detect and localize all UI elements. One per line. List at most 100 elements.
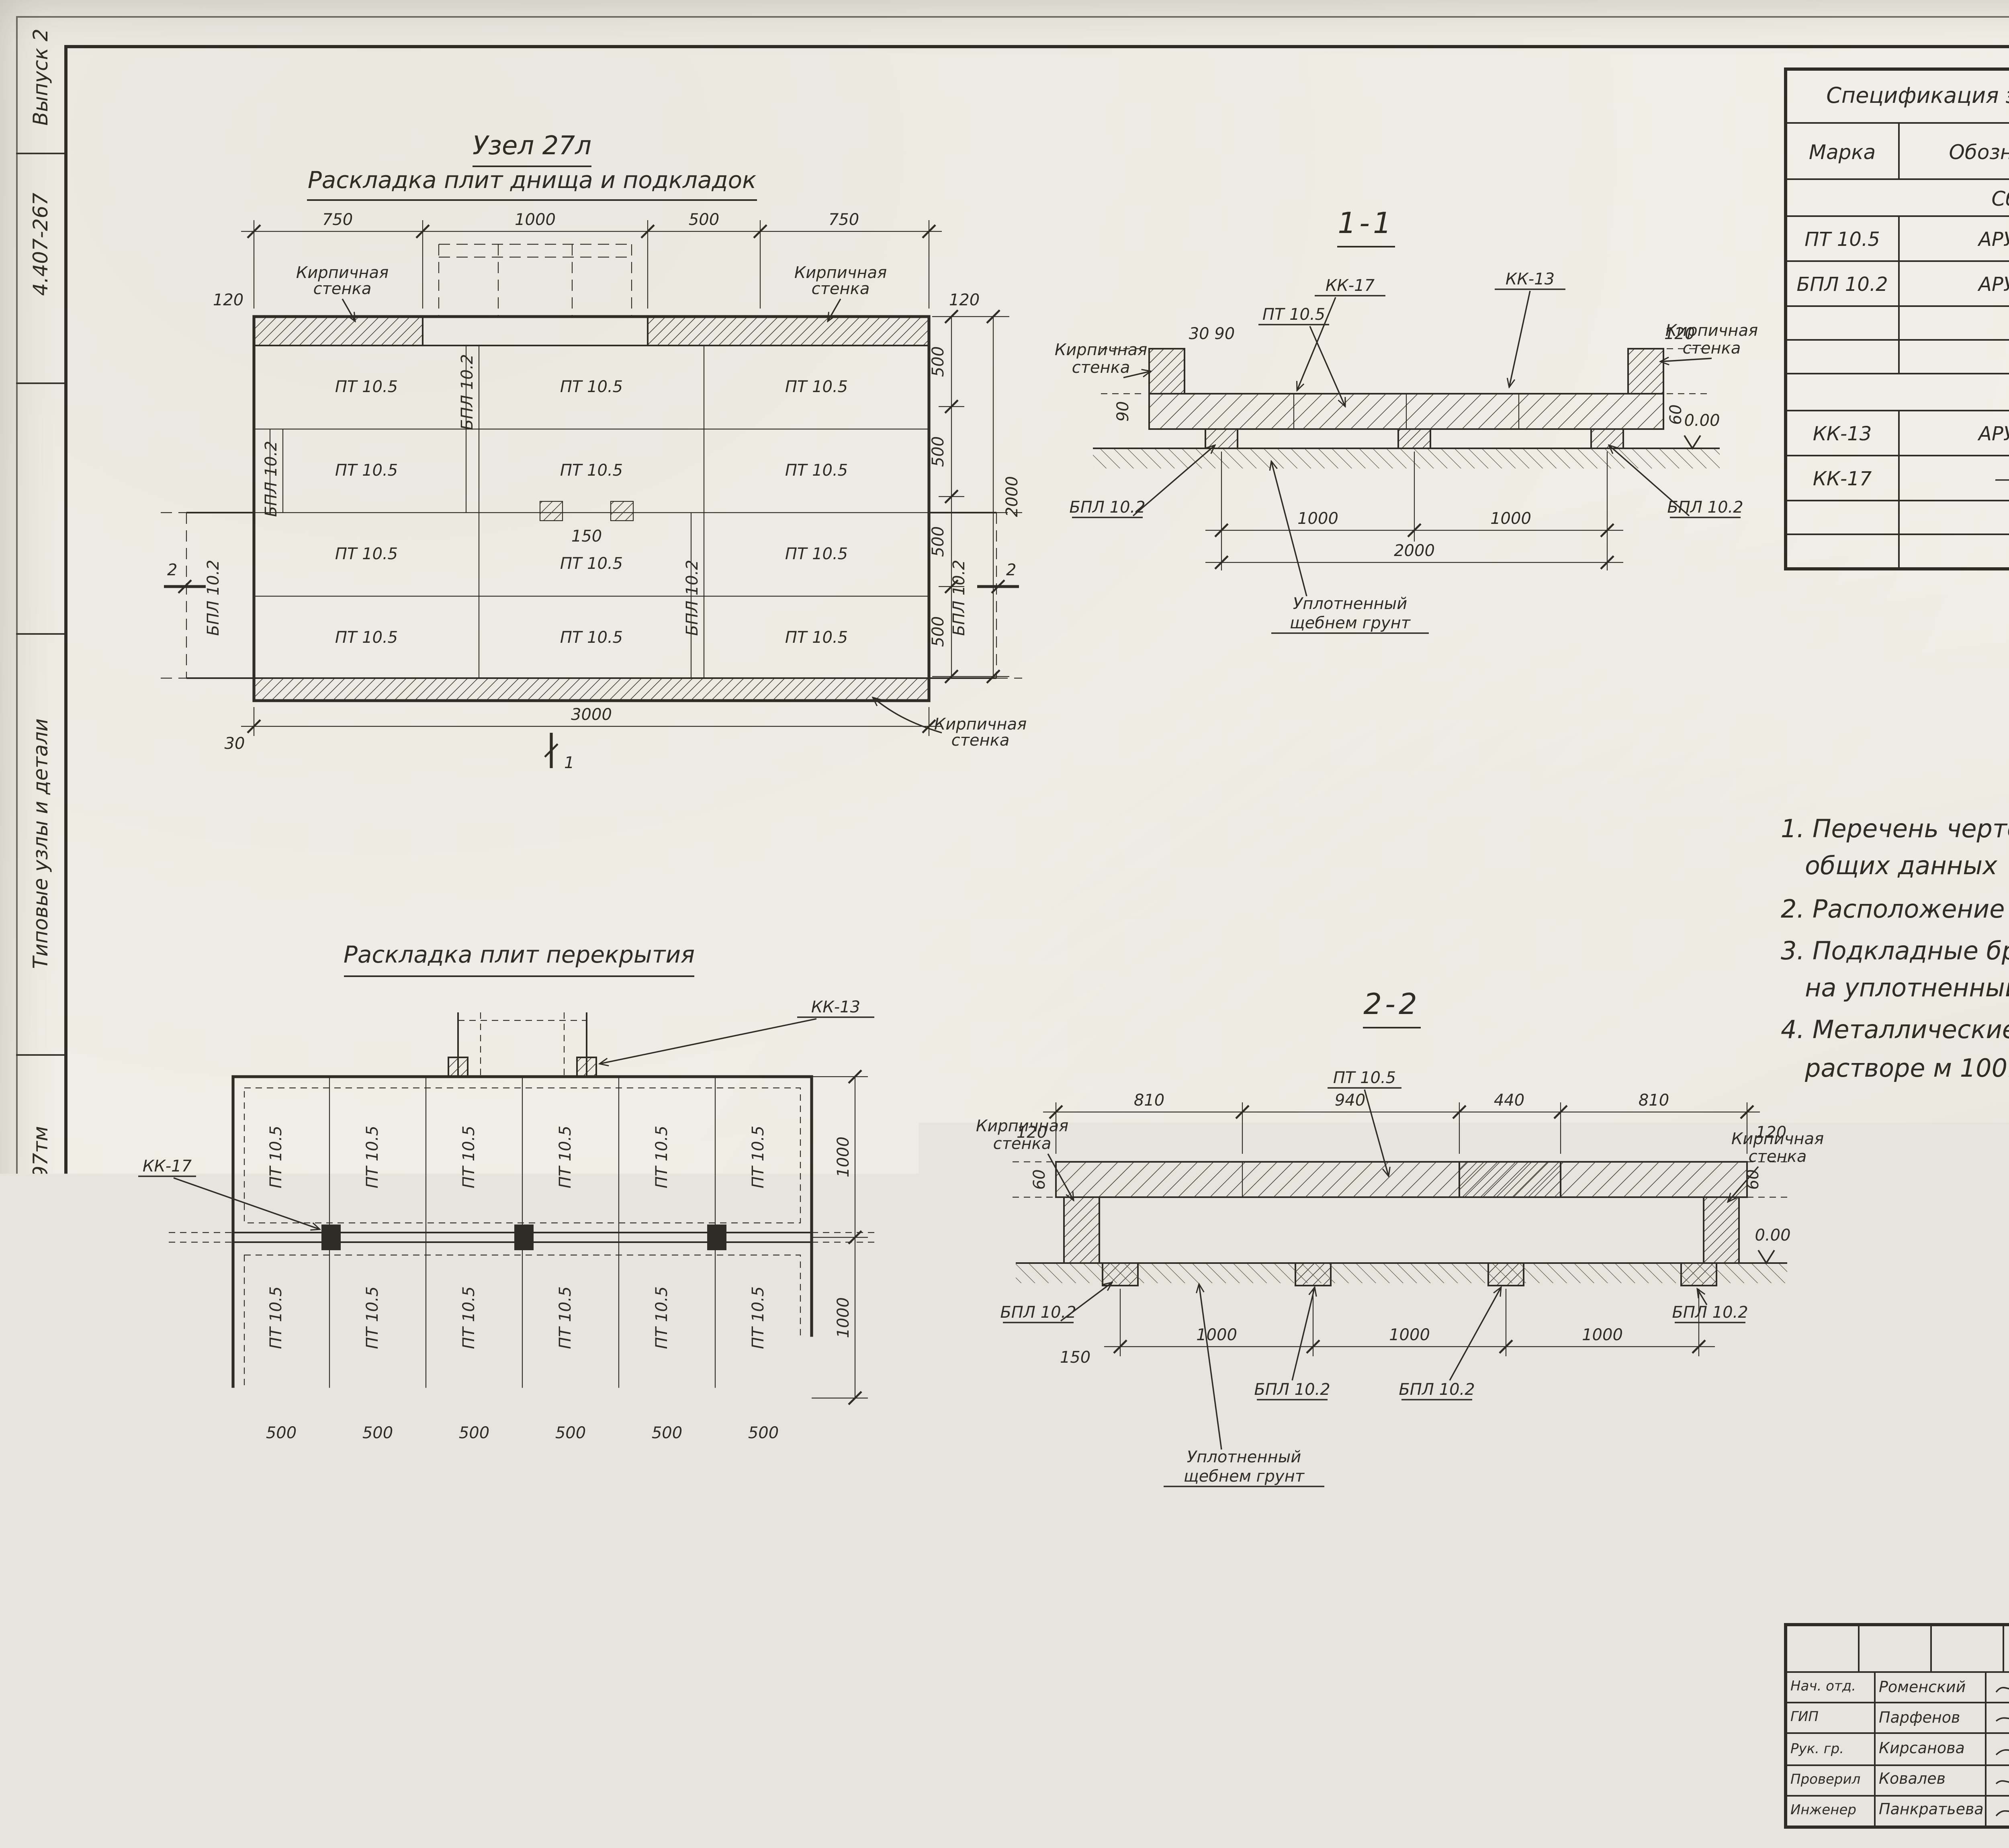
spec-header-row: Марка Обозначение Наименование Кол. шт П…	[1786, 123, 2009, 179]
section-2-2-title-text: 2-2	[1363, 987, 1420, 1029]
dim-label: 1000	[834, 1297, 853, 1338]
plate-label: ПТ 10.5	[653, 1126, 671, 1188]
plate-label: ПТ 10.5	[560, 554, 623, 573]
spec-empty-row	[1786, 340, 2009, 374]
plate-label: ПТ 10.5	[363, 1286, 382, 1349]
staff-role: ГИП	[1787, 1704, 1876, 1733]
margin-divider	[16, 1237, 64, 1239]
brick-wall-top-band	[254, 317, 929, 345]
bpl-label-left: БПЛ 10.2	[1000, 1282, 1112, 1323]
margin-divider	[16, 1684, 64, 1686]
plate-label: ПТ 10.5	[267, 1126, 285, 1188]
margin-divider	[16, 1054, 64, 1056]
section-mark-2-left: 2	[164, 561, 206, 593]
plate-label: ПТ 10.5	[267, 1286, 285, 1349]
dim-label: 810	[1639, 1091, 1669, 1110]
spec-row: КК-17 —„— „ 1 45	[1786, 456, 2009, 501]
plate-label: ПТ 10.5	[785, 628, 848, 647]
dim-label: 2000	[1003, 476, 1021, 517]
brick-wall-label: стенка	[993, 1135, 1052, 1153]
dim-label: 500	[459, 1424, 489, 1442]
plate-label: ПТ 10.5	[560, 461, 623, 480]
level-label: 0.00	[1684, 411, 1720, 430]
title-block-empty-cell	[1860, 1626, 1932, 1671]
spec-group-rc: Сборные железобетонные элементы	[1786, 179, 2009, 216]
margin-divider	[16, 382, 64, 384]
margin-box-inv: Инв.№ подл.	[33, 1718, 47, 1797]
brick-wall-label-top-right: Кирпичная стенка	[794, 264, 887, 321]
dim-label: 120	[949, 291, 980, 309]
brick-wall-left	[1149, 349, 1185, 394]
staff-name: Парфенов	[1876, 1704, 1986, 1733]
margin-divider	[16, 633, 64, 635]
dim-label: 500	[929, 436, 947, 467]
metal-mark-label: КК-13	[1506, 270, 1555, 288]
dim-label: 500	[555, 1424, 586, 1442]
spec-row: БПЛ 10.2 АРУ2-95 Брусок 8 0,04т 0,015 м³	[1786, 261, 2009, 306]
kk13-leader: КК-13	[1495, 270, 1565, 387]
plate-label: ПТ 10.5	[785, 461, 848, 480]
title-block-staff: Нач. отд. Роменский ГИП Парфенов Рук. гр…	[1787, 1673, 2009, 1826]
section-2-2-title: 2-2	[1328, 987, 1456, 1029]
title-block: 4.407-267 АРУ2 Нач. отд. Роменский ГИП П…	[1784, 1623, 2009, 1829]
pad-label: БПЛ 10.2	[1000, 1303, 1076, 1322]
dim-label: 500	[929, 526, 947, 557]
signature	[1993, 1801, 2009, 1821]
plate-label: ПТ 10.5	[460, 1126, 478, 1188]
brick-wall-bottom-band	[254, 678, 929, 701]
plan-bottom-title: Узел 27л Раскладка плит днища и подкладо…	[267, 129, 797, 201]
spec-row: КК-13 АРУ2-86 Марка 1 11 кг	[1786, 411, 2009, 456]
staff-name: Кирсанова	[1876, 1735, 1986, 1764]
dim-label: 60	[1667, 405, 1685, 425]
dim-label: 30 90	[1189, 325, 1235, 343]
plate-label: ПТ 10.5	[560, 628, 623, 647]
section-mark-label: 2	[167, 561, 177, 579]
brick-wall-right	[1628, 349, 1663, 394]
plan-bottom-title-line1: Узел 27л	[473, 129, 591, 166]
staff-row: Проверил Ковалев	[1787, 1765, 2009, 1796]
brick-wall-label-top-left: Кирпичная стенка	[296, 264, 389, 321]
pad-label: БПЛ 10.2	[262, 441, 280, 517]
plan-bottom-right-dims: 500 500 500 500 2000	[929, 310, 1021, 683]
note-item: 1. Перечень чертежей и общие примечания …	[1781, 812, 2009, 886]
plate-label: ПТ 10.5	[460, 1286, 478, 1349]
section-2-2-top-dims: 810 940 440 810 120 120	[1017, 1091, 1786, 1154]
section-2-2-bottom-dims: 1000 1000 1000 150	[1060, 1289, 1715, 1367]
plan-top-drawing: КК-13 КК-17 ПТ 10.5 ПТ 10.5	[129, 988, 964, 1543]
kk17-marks	[321, 1225, 726, 1250]
brick-wall-label: Кирпичная	[1731, 1130, 1824, 1148]
plan-top-title: Раскладка плит перекрытия	[254, 942, 784, 976]
plate-label: ПТ 10.5	[335, 545, 398, 563]
bpl-label-mid1: БПЛ 10.2	[1254, 1287, 1330, 1400]
cover-plate-band	[1056, 1162, 1747, 1197]
bpl-label-right: БПЛ 10.2	[1672, 1289, 1748, 1323]
plate-label: ПТ 10.5	[785, 378, 848, 396]
spec-cell-mark: ПТ 10.5	[1786, 216, 1898, 261]
pad-label: БПЛ 10.2	[1069, 498, 1145, 517]
soil-label-line: Уплотненный	[1187, 1448, 1301, 1466]
brick-wall-label: стенка	[951, 731, 1010, 750]
plate-label: ПТ 10.5	[785, 545, 848, 563]
dim-label: 1000	[1582, 1326, 1623, 1344]
kk17-leader: КК-17	[1297, 276, 1385, 390]
margin-box-vzam: Взам. инв.№	[33, 1417, 47, 1495]
metal-mark-label: КК-17	[1326, 276, 1375, 295]
plan-bottom-bottom-dim: 3000 30	[225, 705, 942, 753]
dim-label: 3000	[571, 705, 612, 724]
pad-label: БПЛ 10.2	[458, 354, 477, 430]
plate-label: ПТ 10.5	[335, 378, 398, 396]
metal-mark-label: КК-17	[143, 1157, 192, 1175]
spec-cell-mark: КК-17	[1786, 456, 1898, 501]
dim-label: 500	[266, 1424, 297, 1442]
margin-divider	[16, 1369, 64, 1371]
title-block-empty-cell	[1932, 1626, 2004, 1671]
margin-doc-code: 4.407-267	[28, 193, 52, 296]
dim-label: 440	[1494, 1091, 1524, 1110]
dim-label: 500	[362, 1424, 393, 1442]
spec-col-code: Обозначение	[1898, 123, 2009, 179]
dim-label: 150	[571, 527, 602, 546]
branch-stub	[448, 1012, 596, 1077]
soil-label-line: Уплотненный	[1293, 595, 1408, 613]
plate-label: ПТ 10.5	[560, 378, 623, 396]
brick-wall-label: Кирпичная	[1055, 341, 1147, 359]
